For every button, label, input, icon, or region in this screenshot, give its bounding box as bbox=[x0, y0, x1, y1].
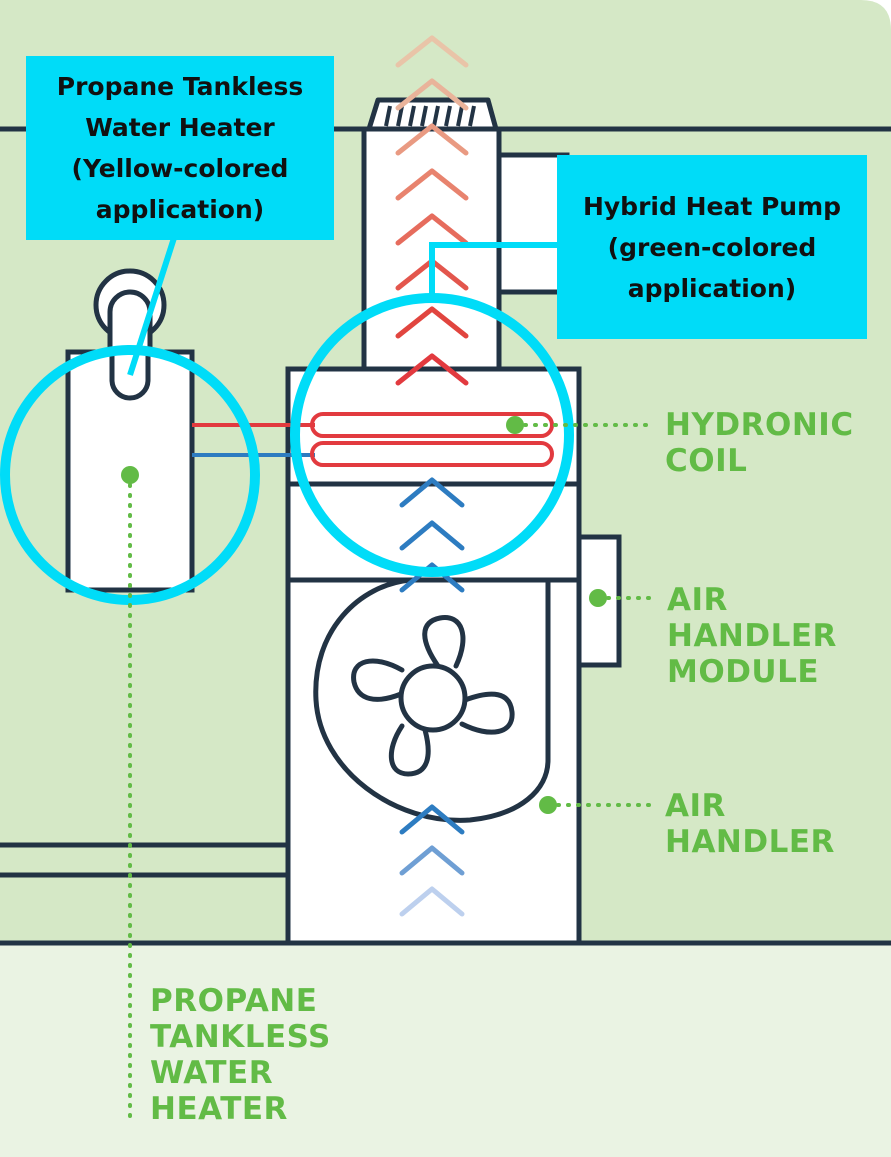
heatpump-callout-box: Hybrid Heat Pump (green-colored applicat… bbox=[557, 155, 867, 339]
air-handler-module-label: AIR HANDLER MODULE bbox=[667, 582, 837, 690]
heatpump-callout-connector bbox=[429, 242, 557, 300]
fan-icon bbox=[351, 615, 515, 777]
side-duct bbox=[494, 152, 570, 295]
vent-grille bbox=[384, 105, 476, 127]
heatpump-highlight-circle bbox=[290, 293, 574, 577]
water-heater-flue-bottom bbox=[109, 352, 151, 401]
tankless-callout-text: Propane Tankless Water Heater (Yellow-co… bbox=[56, 72, 304, 224]
floor-area bbox=[0, 943, 891, 1157]
leader-dots bbox=[121, 416, 607, 814]
hydronic-coil-label: HYDRONIC COIL bbox=[665, 407, 854, 479]
tankless-highlight-circle bbox=[0, 345, 260, 605]
hydronic-coil-graphic bbox=[310, 412, 554, 467]
cool-air-arrows bbox=[399, 477, 465, 917]
propane-tankless-label: PROPANE TANKLESS WATER HEATER bbox=[150, 983, 331, 1127]
heatpump-callout-text: Hybrid Heat Pump (green-colored applicat… bbox=[582, 191, 842, 303]
air-handler-label: AIR HANDLER bbox=[665, 788, 835, 860]
tankless-callout-box: Propane Tankless Water Heater (Yellow-co… bbox=[26, 56, 334, 240]
